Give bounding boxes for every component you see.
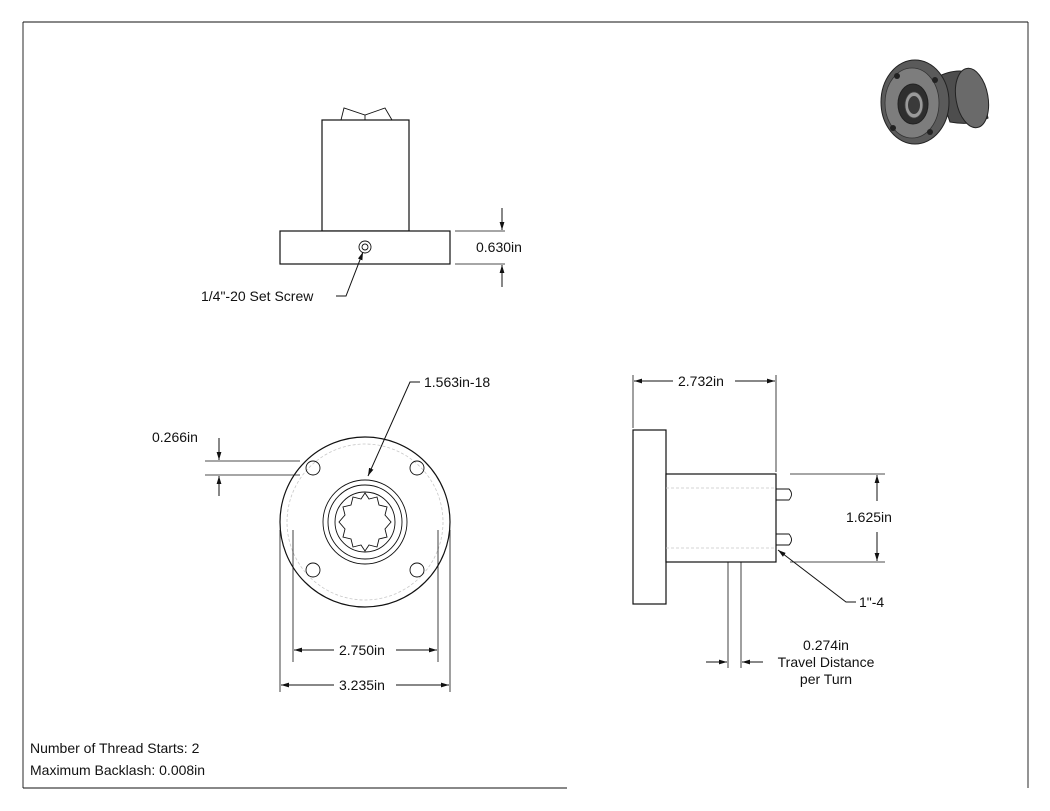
top-view: 0.630in 1/4"-20 Set Screw [201,107,522,304]
flange-thickness-dim: 0.630in [476,239,522,255]
notes-block: Number of Thread Starts: 2 Maximum Backl… [30,740,205,778]
backlash-note: Maximum Backlash: 0.008in [30,762,205,778]
drawing-frame [22,21,1029,789]
side-view: 2.732in 1.625in 1"-4 0.274in Travel Dist… [632,373,892,687]
thread-spec-label: 1.563in-18 [424,374,490,390]
hole-diameter-dim: 0.266in [152,429,198,445]
lead-screw-label: 1"-4 [859,594,884,610]
travel-label-line1: Travel Distance [778,654,875,670]
thread-starts-note: Number of Thread Starts: 2 [30,740,200,756]
set-screw-label: 1/4"-20 Set Screw [201,288,314,304]
travel-value-dim: 0.274in [803,637,849,653]
travel-label-line2: per Turn [800,671,852,687]
body-diameter-dim: 1.625in [846,509,892,525]
front-view: 0.266in 1.563in-18 2.750in 3.235in [152,374,490,693]
isometric-view [880,59,990,145]
overall-length-dim: 2.732in [678,373,724,389]
flange-diameter-dim: 3.235in [339,677,385,693]
bolt-circle-dim: 2.750in [339,642,385,658]
